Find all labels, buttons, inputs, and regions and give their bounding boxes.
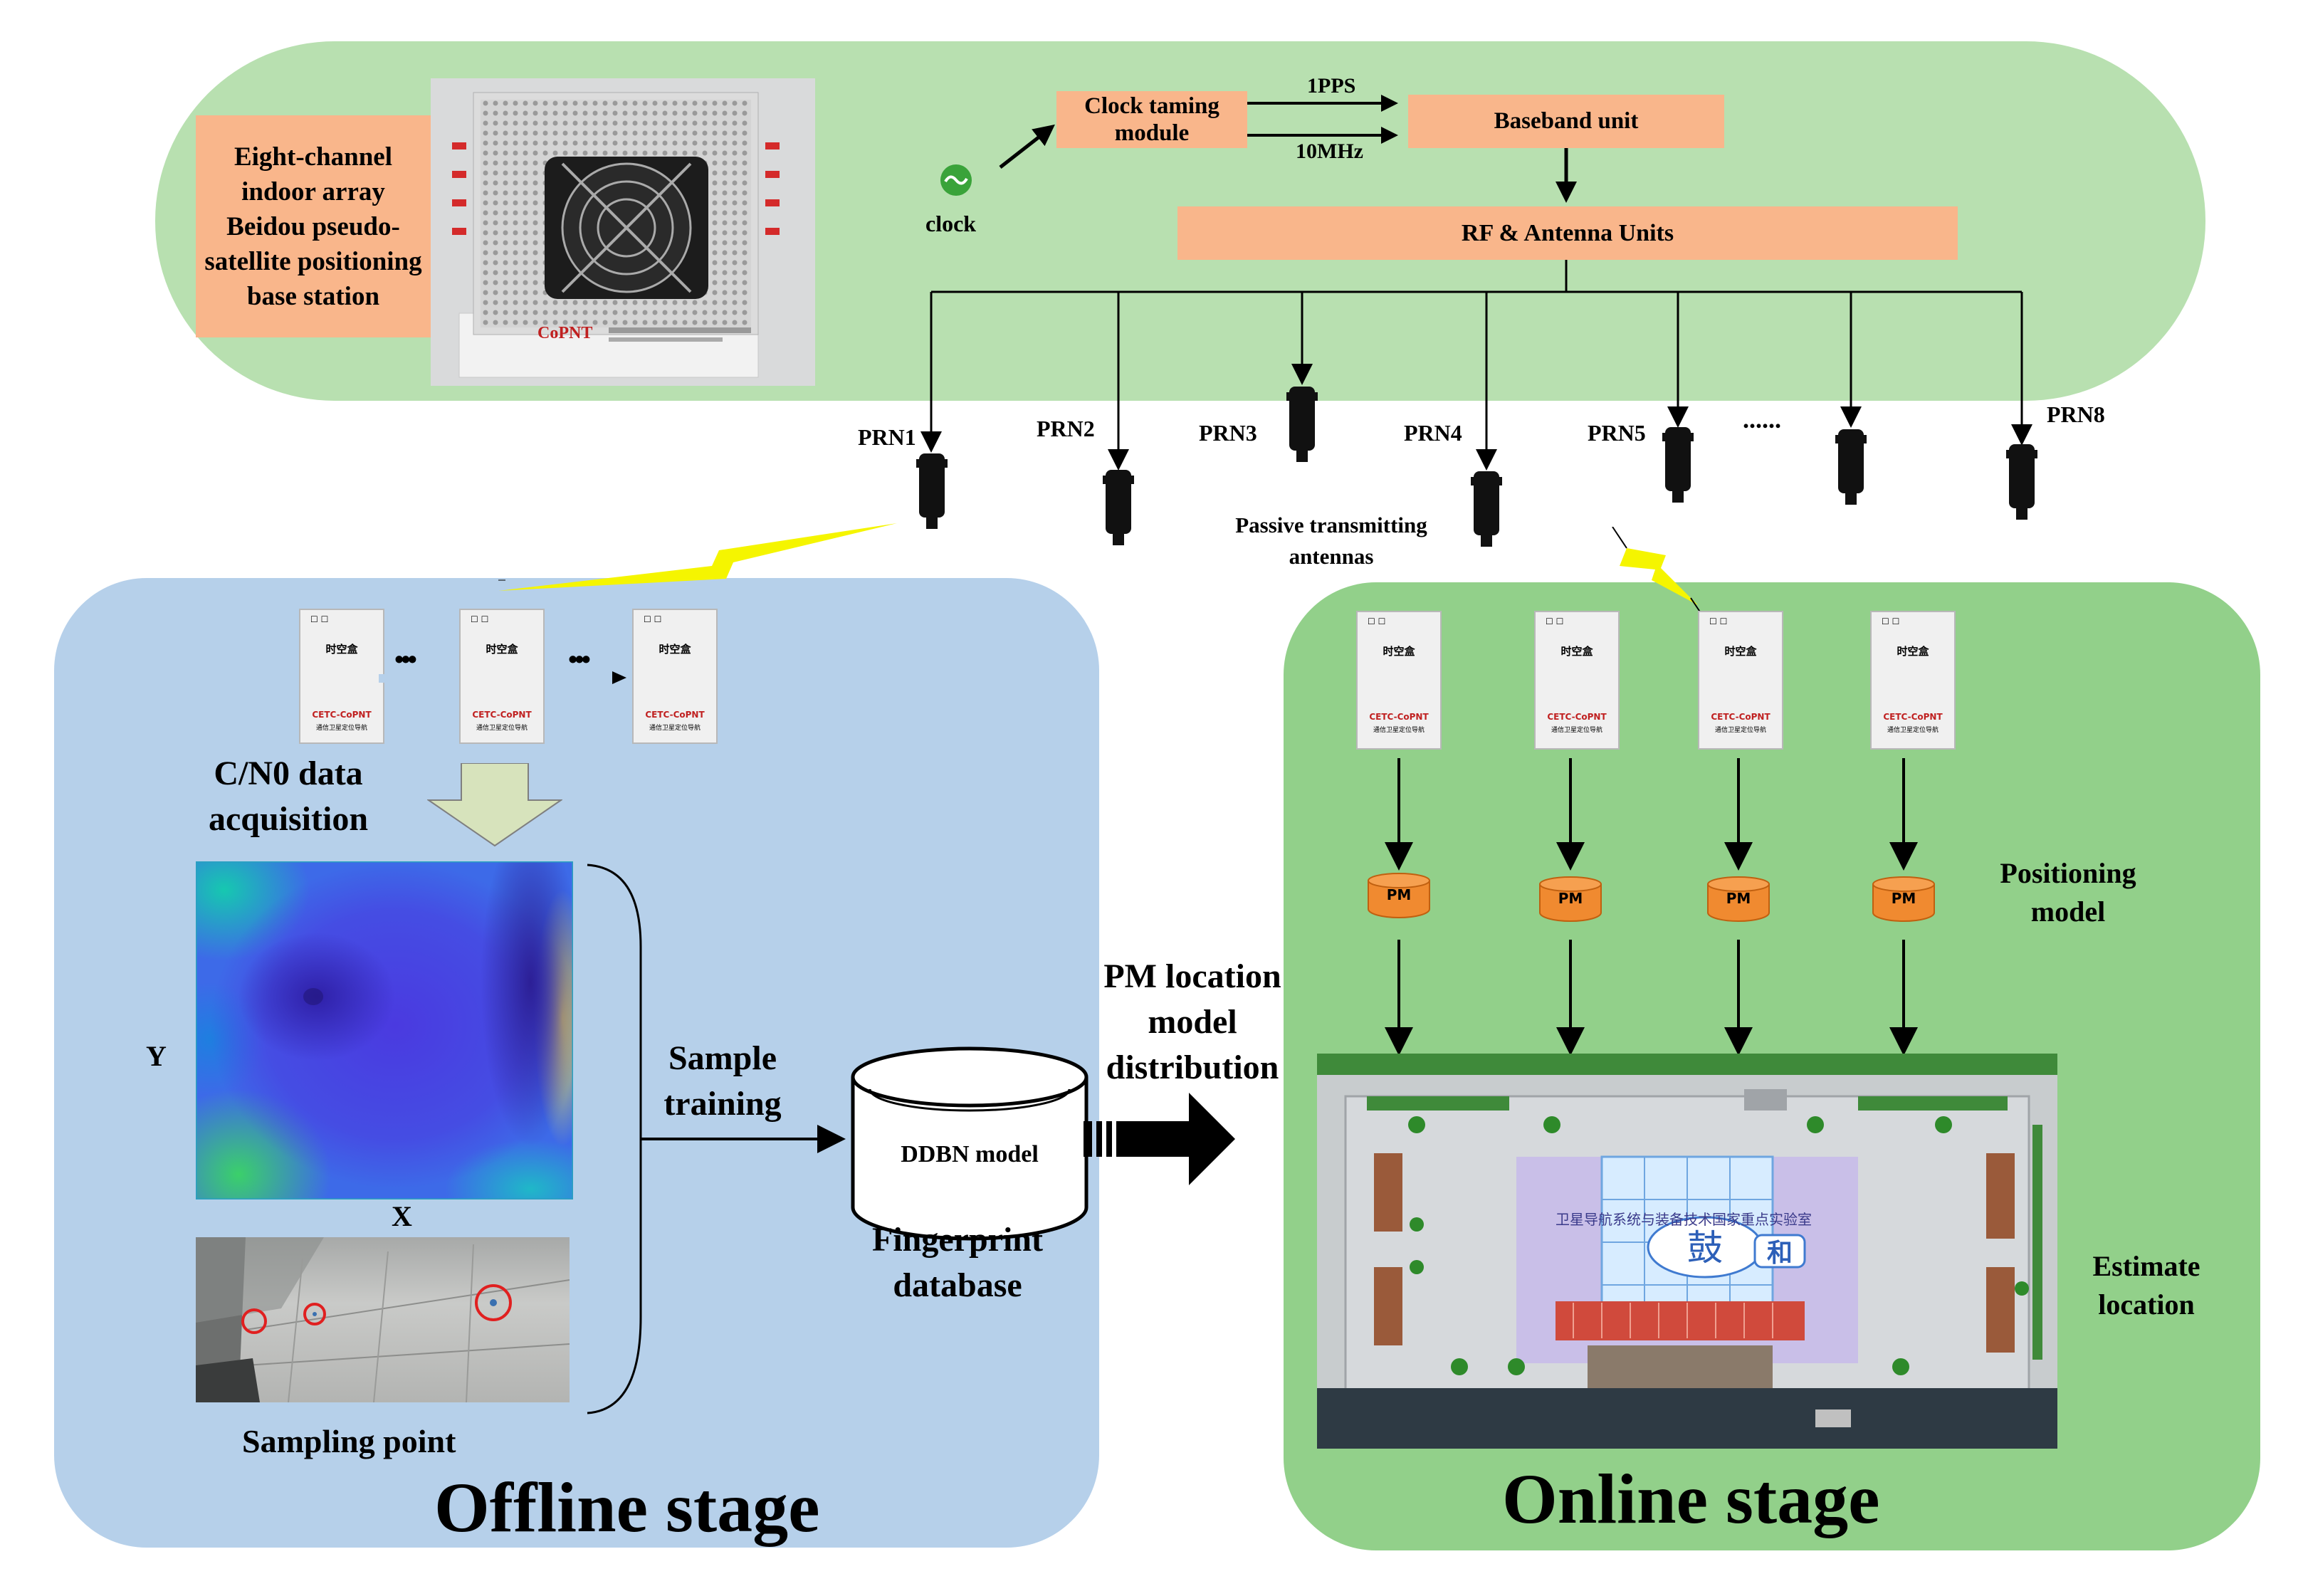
indoor-map-scene: 鼓 和 卫星导航系统与装备技术国家重点实验室	[1317, 1054, 2057, 1449]
lightning-bolt-offline-icon	[498, 523, 897, 591]
prn4-label: PRN4	[1404, 420, 1462, 446]
pm-model-2: PM	[1538, 876, 1602, 923]
fingerprint-database-icon	[851, 1046, 1088, 1241]
map-banner: 卫星导航系统与装备技术国家重点实验室	[1556, 1212, 1812, 1228]
sample-training-label: Sample training	[663, 1039, 782, 1123]
bracket-connector	[587, 863, 846, 1414]
antenna-prn4-icon	[1471, 471, 1502, 547]
passive-antennas-label: Passive transmitting antennas	[1235, 513, 1427, 569]
rf-antenna-units: RF & Antenna Units	[1177, 206, 1958, 260]
prn3-label: PRN3	[1199, 420, 1257, 446]
online-receiver-3: ☐ ☐ 时空盒 CETC-CoPNT 通信卫星定位导航	[1698, 611, 1783, 750]
prn5-label: PRN5	[1588, 420, 1646, 446]
online-stage-title: Online stage	[1502, 1459, 1880, 1538]
clock-icon	[940, 164, 972, 196]
pm-model-1: PM	[1367, 872, 1431, 919]
online-arrows	[1385, 758, 1918, 1056]
pm-model-3: PM	[1706, 876, 1770, 923]
antenna-prn2-icon	[1103, 470, 1134, 545]
signal-1pps-label: 1PPS	[1307, 74, 1356, 98]
baseband-unit: Baseband unit	[1408, 95, 1724, 148]
online-receiver-4: ☐ ☐ 时空盒 CETC-CoPNT 通信卫星定位导航	[1870, 611, 1956, 750]
device-brand-text: CoPNT	[537, 324, 592, 342]
antenna-prn8-icon	[2006, 444, 2037, 520]
pm-model-4: PM	[1872, 876, 1936, 923]
ellipsis-dots-1: •••	[394, 645, 417, 675]
estimate-location-label: Estimate location	[2092, 1250, 2200, 1321]
clock-taming-module: Clock taming module	[1056, 91, 1247, 148]
sampling-point-marker	[475, 1284, 512, 1321]
antenna-prn3-icon	[1286, 387, 1318, 462]
top-connectors	[920, 95, 2032, 471]
sampling-point-marker	[303, 1303, 326, 1325]
antenna-prn1-icon	[916, 453, 948, 529]
antenna-prn6-icon	[1835, 429, 1867, 505]
chain-arrow-icon	[379, 671, 626, 684]
receiver-device-2: ☐ ☐ 时空盒 CETC-CoPNT 通信卫星定位导航	[459, 609, 545, 744]
axis-x-label: X	[392, 1200, 412, 1232]
down-block-arrow-icon	[427, 763, 562, 847]
signal-10mhz-label: 10MHz	[1296, 140, 1363, 163]
ddbn-model-label: DDBN model	[901, 1141, 1039, 1167]
sampling-photo	[196, 1237, 570, 1402]
heatmap-overlay	[196, 861, 573, 1199]
base-station-device-icon: CoPNT	[431, 78, 815, 386]
cn0-acquisition-label: C/N0 data acquisition	[208, 755, 369, 838]
map-char-2: 和	[1767, 1239, 1793, 1267]
cn0-heatmap	[196, 861, 573, 1199]
map-char-1: 鼓	[1687, 1228, 1723, 1268]
pm-distribution-label: PM location model distribution	[1103, 957, 1281, 1086]
prn8-label: PRN8	[2047, 401, 2105, 427]
receiver-device-1: ☐ ☐ 时空盒 CETC-CoPNT 通信卫星定位导航	[299, 609, 384, 744]
axis-y-label: Y	[146, 1040, 167, 1072]
prn1-label: PRN1	[858, 424, 916, 450]
receiver-device-3: ☐ ☐ 时空盒 CETC-CoPNT 通信卫星定位导航	[632, 609, 718, 744]
online-receiver-1: ☐ ☐ 时空盒 CETC-CoPNT 通信卫星定位导航	[1356, 611, 1442, 750]
antenna-ellipsis: ......	[1743, 405, 1781, 434]
online-receiver-2: ☐ ☐ 时空盒 CETC-CoPNT 通信卫星定位导航	[1534, 611, 1620, 750]
antenna-prn5-icon	[1662, 427, 1694, 503]
indoor-map: 鼓 和 卫星导航系统与装备技术国家重点实验室	[1317, 1054, 2057, 1449]
base-station-label: Eight-channel indoor array Beidou pseudo…	[196, 115, 431, 337]
prn2-label: PRN2	[1037, 416, 1095, 441]
clock-label: clock	[925, 211, 977, 236]
offline-stage-title: Offline stage	[434, 1468, 820, 1547]
distribution-block-arrow-icon	[1084, 1093, 1235, 1185]
sampling-point-marker	[241, 1308, 267, 1334]
positioning-model-label: Positioning model	[2000, 857, 2136, 928]
sampling-point-label: Sampling point	[242, 1423, 456, 1459]
fingerprint-database-label: Fingerprint database	[872, 1221, 1043, 1304]
ellipsis-dots-2: •••	[568, 645, 591, 675]
base-station-photo: CoPNT	[431, 78, 815, 386]
sampling-photo-scene	[196, 1237, 570, 1402]
